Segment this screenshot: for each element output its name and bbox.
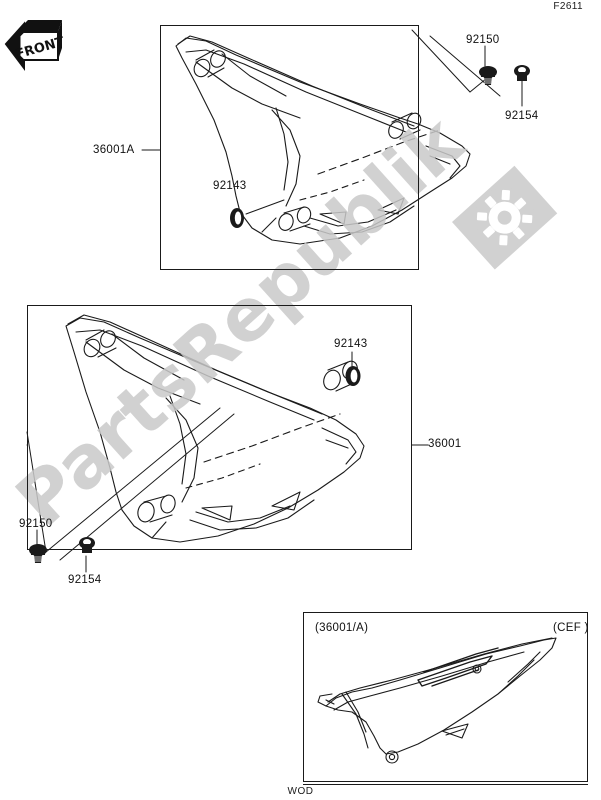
footer-code: WOD xyxy=(287,786,314,797)
callout-label-92154-top: 92154 xyxy=(505,110,539,122)
panel-side-cover-right xyxy=(160,25,419,270)
front-arrow-icon: FRONT xyxy=(2,16,66,74)
market-code: (CEF ) xyxy=(553,622,589,634)
figure-code: F2611 xyxy=(553,1,583,12)
callout-label-36001A: 36001A xyxy=(93,144,135,156)
gear-icon xyxy=(476,189,533,246)
callout-label-92154-mid: 92154 xyxy=(68,574,102,586)
panel-side-cover-left xyxy=(27,305,412,550)
callout-label-92150-mid: 92150 xyxy=(19,518,53,530)
variant-tag: (36001/A) xyxy=(315,622,369,634)
callout-label-36001: 36001 xyxy=(428,438,462,450)
washer-bolt-icon xyxy=(514,65,530,81)
panel-side-cover-variant xyxy=(303,612,588,782)
callout-label-92143-mid: 92143 xyxy=(334,338,368,350)
callout-label-92143-top: 92143 xyxy=(213,180,247,192)
bolt-icon xyxy=(479,66,497,85)
callout-label-92150-top: 92150 xyxy=(466,34,500,46)
footer-divider xyxy=(303,784,588,785)
